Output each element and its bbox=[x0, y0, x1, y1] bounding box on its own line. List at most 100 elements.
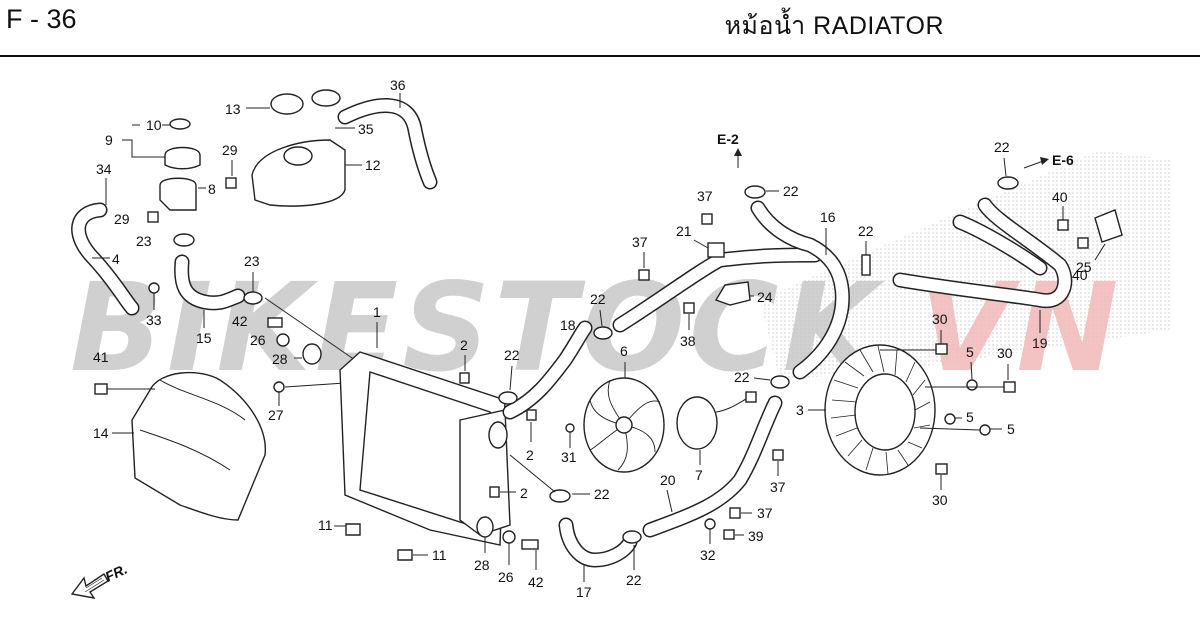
callout-34: 34 bbox=[96, 161, 112, 177]
fitting-22h bbox=[861, 254, 871, 276]
callout-26a: 26 bbox=[250, 332, 266, 348]
callout-40a: 40 bbox=[1052, 189, 1068, 205]
callout-20: 20 bbox=[660, 472, 676, 488]
bolt-41 bbox=[94, 383, 108, 395]
clip-2b bbox=[526, 409, 537, 421]
washer-26b bbox=[502, 530, 516, 544]
hose-clamp-22b bbox=[593, 326, 613, 340]
callout-22a: 22 bbox=[504, 347, 520, 363]
callout-12: 12 bbox=[365, 157, 381, 173]
grommet-11a bbox=[345, 523, 361, 536]
hose-clamp-23a bbox=[173, 233, 195, 247]
hose-clamp-22c bbox=[549, 489, 571, 503]
callout-17: 17 bbox=[576, 584, 592, 600]
callout-27: 27 bbox=[268, 407, 284, 423]
fan-motor bbox=[676, 396, 718, 450]
callout-18: 18 bbox=[560, 317, 576, 333]
callout-32: 32 bbox=[700, 547, 716, 563]
callout-30c: 30 bbox=[932, 492, 948, 508]
bolt-29a bbox=[225, 177, 237, 189]
callout-13: 13 bbox=[225, 101, 241, 117]
callout-5b: 5 bbox=[966, 409, 974, 425]
callout-26b: 26 bbox=[498, 569, 514, 585]
callout-22g: 22 bbox=[994, 139, 1010, 155]
bolt-30b bbox=[1003, 381, 1016, 393]
hose-clamp-22f bbox=[744, 185, 766, 199]
callout-11a: 11 bbox=[318, 517, 333, 533]
callout-5c: 5 bbox=[1007, 421, 1015, 437]
cap-seal-ring bbox=[311, 89, 341, 107]
clip-2a bbox=[459, 372, 470, 384]
front-arrow-icon bbox=[70, 573, 109, 599]
callout-14: 14 bbox=[93, 425, 109, 441]
callout-41: 41 bbox=[93, 349, 109, 365]
bolt-40b bbox=[1077, 237, 1089, 249]
hose-clamp-22a bbox=[498, 391, 518, 405]
reservoir-neck bbox=[283, 146, 313, 166]
bolt-30a bbox=[935, 343, 948, 355]
callout-35: 35 bbox=[358, 121, 374, 137]
callout-37a: 37 bbox=[757, 505, 773, 521]
callout-15: 15 bbox=[196, 330, 212, 346]
reservoir-cap bbox=[270, 93, 304, 115]
callout-28b: 28 bbox=[474, 557, 490, 573]
callout-4: 4 bbox=[112, 251, 120, 267]
callout-2c: 2 bbox=[520, 485, 528, 501]
callout-2b: 2 bbox=[526, 447, 534, 463]
callout-21: 21 bbox=[676, 223, 692, 239]
shading-area-upper bbox=[760, 150, 1170, 380]
callout-30a: 30 bbox=[932, 311, 948, 327]
grommet-5b bbox=[944, 413, 956, 425]
callout-24: 24 bbox=[757, 289, 773, 305]
callout-37d: 37 bbox=[632, 234, 648, 250]
callout-30b: 30 bbox=[997, 345, 1013, 361]
callout-22e: 22 bbox=[734, 369, 750, 385]
callout-22h: 22 bbox=[858, 223, 874, 239]
bolt-37c bbox=[701, 213, 713, 225]
ref-e6: E-6 bbox=[1052, 152, 1074, 168]
callout-16: 16 bbox=[820, 209, 836, 225]
callout-40b: 40 bbox=[1072, 267, 1088, 283]
washer-32 bbox=[704, 518, 716, 530]
bolt-42b bbox=[521, 539, 539, 550]
callout-10: 10 bbox=[146, 117, 162, 133]
callout-42a: 42 bbox=[232, 313, 248, 329]
hose-clamp-22d bbox=[622, 530, 642, 544]
clip-33 bbox=[148, 282, 160, 294]
callout-39: 39 bbox=[748, 528, 764, 544]
callout-19: 19 bbox=[1032, 335, 1048, 351]
callout-22b: 22 bbox=[590, 291, 606, 307]
callout-3: 3 bbox=[796, 402, 804, 418]
callout-7: 7 bbox=[695, 467, 703, 483]
o-ring bbox=[169, 118, 191, 130]
callout-28a: 28 bbox=[272, 351, 288, 367]
callout-37b: 37 bbox=[770, 479, 786, 495]
watermark-text-red: VN bbox=[918, 257, 1123, 399]
page-title: หม้อน้ำ RADIATOR bbox=[724, 12, 944, 40]
bolt-42a bbox=[267, 317, 283, 328]
hose-clamp-22e bbox=[770, 375, 790, 389]
header-divider bbox=[0, 55, 1200, 57]
radiator-inlet bbox=[488, 421, 508, 449]
bolt-29b bbox=[147, 211, 159, 223]
callout-31: 31 bbox=[561, 449, 577, 465]
callout-23a: 23 bbox=[136, 233, 152, 249]
hose-clamp-22g bbox=[997, 176, 1019, 190]
grommet-5c bbox=[979, 424, 991, 436]
callout-2a: 2 bbox=[460, 337, 468, 353]
callout-36: 36 bbox=[390, 77, 406, 93]
nut-31 bbox=[565, 423, 575, 433]
radiator-cap bbox=[164, 146, 201, 170]
page-header: F - 36 หม้อน้ำ RADIATOR bbox=[0, 0, 1200, 57]
reservoir-tank bbox=[251, 139, 346, 207]
callout-5a: 5 bbox=[966, 344, 974, 360]
page-code: F - 36 bbox=[6, 4, 77, 34]
bolt-40a bbox=[1057, 219, 1069, 231]
callout-11b: 11 bbox=[432, 547, 447, 563]
filler-neck bbox=[159, 177, 197, 211]
clip-2c bbox=[489, 486, 500, 498]
bolt-37a bbox=[729, 507, 741, 519]
hose-clamp-23b bbox=[243, 291, 263, 305]
bolt-37b bbox=[772, 449, 784, 461]
callout-22d: 22 bbox=[626, 572, 642, 588]
